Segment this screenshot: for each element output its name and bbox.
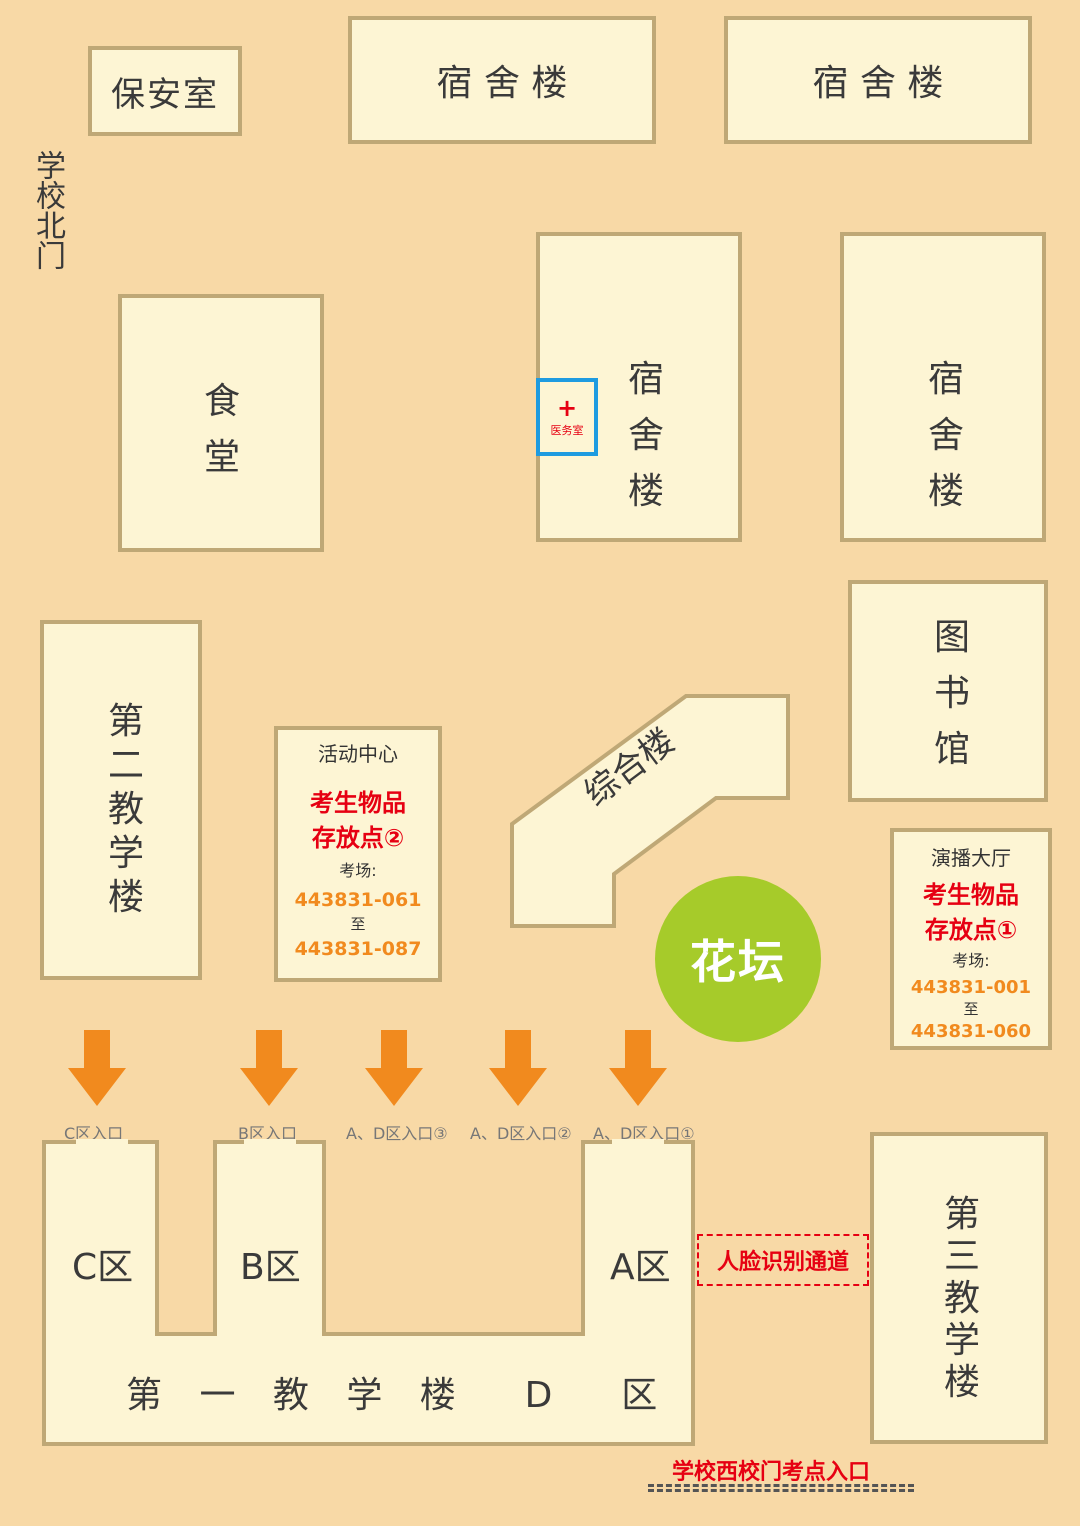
canteen: 食堂	[118, 294, 324, 552]
security-room-label: 保安室	[111, 74, 219, 115]
activity-exam-label: 考场:	[339, 861, 377, 880]
dorm-right-label: 宿舍楼	[927, 359, 964, 512]
north-gate-label: 学校北门	[28, 150, 65, 270]
activity-range-start: 443831-061	[294, 889, 422, 911]
zone-b-label: B区	[240, 1247, 301, 1288]
broadcast-range-end: 443831-060	[910, 1021, 1032, 1042]
broadcast-range-start: 443831-001	[910, 977, 1032, 998]
face-recognition-label: 人脸识别通道	[716, 1250, 849, 1275]
zone-a-label: A区	[610, 1247, 671, 1288]
arrow-down-icon-b	[240, 1030, 298, 1106]
west-gate-label: 学校西校门考点入口	[672, 1460, 871, 1485]
broadcast-exam-label: 考场:	[952, 951, 990, 970]
dorm-right: 宿舍楼	[840, 232, 1046, 542]
library: 图书馆	[848, 580, 1048, 802]
clinic-cross-icon: +	[556, 394, 578, 422]
broadcast-storage-line2: 存放点①	[924, 916, 1018, 944]
third-teaching-label: 第三教学楼	[943, 1194, 980, 1403]
dorm-middle: 宿舍楼	[536, 232, 742, 542]
flower-bed-label: 花坛	[690, 935, 786, 989]
dorm-top-left-label: 宿 舍 楼	[436, 63, 568, 104]
broadcast-hall-title: 演播大厅	[931, 846, 1011, 870]
entrance-label-ad3: A、D区入口③	[346, 1124, 448, 1143]
first-teaching-d-label: 第 一 教 学 楼 D 区	[126, 1375, 664, 1416]
entrance-label-ad2: A、D区入口②	[470, 1124, 572, 1143]
activity-center: 活动中心 考生物品 存放点② 考场: 443831-061 至 443831-0…	[274, 726, 442, 982]
dorm-top-right: 宿 舍 楼	[724, 16, 1032, 144]
clinic: + 医务室	[536, 378, 598, 456]
second-teaching-building: 第二教学楼	[40, 620, 202, 980]
clinic-label: 医务室	[550, 424, 584, 437]
first-teaching-building-shape	[42, 1140, 695, 1446]
activity-storage-line2: 存放点②	[311, 824, 405, 852]
activity-range-end: 443831-087	[294, 938, 422, 960]
complex-building-shape	[510, 694, 790, 928]
dorm-top-right-label: 宿 舍 楼	[812, 63, 944, 104]
arrow-down-icon-c	[68, 1030, 126, 1106]
third-teaching-building: 第三教学楼	[870, 1132, 1048, 1444]
activity-storage-line1: 考生物品	[310, 789, 406, 817]
entrance-label-b: B区入口	[238, 1124, 297, 1143]
entrance-label-ad1: A、D区入口①	[593, 1124, 695, 1143]
dorm-middle-label: 宿舍楼	[627, 359, 664, 512]
arrow-down-icon-ad1	[609, 1030, 667, 1106]
west-gate-line	[648, 1484, 914, 1492]
broadcast-range-to: 至	[963, 1000, 979, 1018]
zone-c-label: C区	[72, 1247, 134, 1288]
arrow-down-icon-ad3	[365, 1030, 423, 1106]
canteen-label: 食堂	[203, 381, 240, 478]
entrance-label-c: C区入口	[64, 1124, 124, 1143]
dorm-top-left: 宿 舍 楼	[348, 16, 656, 144]
library-label: 图书馆	[933, 617, 970, 770]
arrow-down-icon-ad2	[489, 1030, 547, 1106]
north-gate-text: 学校北门	[30, 150, 65, 270]
security-room: 保安室	[88, 46, 242, 136]
second-teaching-label: 第二教学楼	[107, 701, 144, 918]
broadcast-storage-line1: 考生物品	[923, 881, 1019, 909]
face-recognition-channel: 人脸识别通道	[697, 1234, 869, 1286]
activity-center-title: 活动中心	[318, 742, 398, 766]
flower-bed: 花坛	[655, 876, 821, 1042]
broadcast-hall: 演播大厅 考生物品 存放点① 考场: 443831-001 至 443831-0…	[890, 828, 1052, 1050]
activity-range-to: 至	[350, 915, 366, 933]
